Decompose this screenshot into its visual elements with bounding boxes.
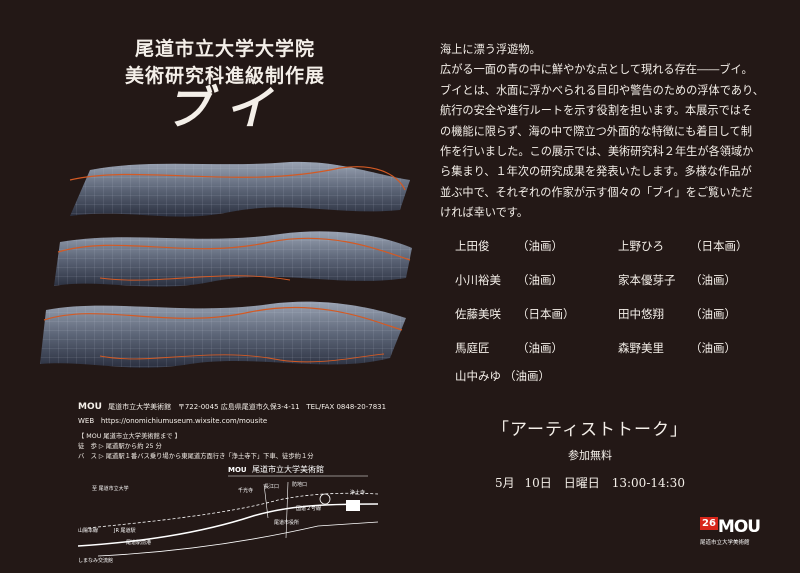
artist-name: 家本優芽子 [618,273,676,287]
intro-line: 広がる一面の青の中に鮮やかな点として現れる存在――ブイ。 [440,63,753,77]
artist-medium: （油画） [517,273,563,287]
map-label: 至 尾道市立大学 [92,485,129,492]
map-label: しまなみ交流館 [78,557,113,564]
badge-name: 尾道市立大学美術館 [700,540,750,546]
artist-item: 森野美里 （油画） [618,340,736,356]
artist-name: 上田俊 [455,239,490,253]
artist-name: 森野美里 [618,341,664,355]
artist-medium: （油画） [517,239,563,253]
artwork-image [40,161,412,368]
intro-text: 海上に漂う浮遊物。 広がる一面の青の中に鮮やかな点として現れる存在――ブイ。 ブ… [440,40,780,224]
artist-item: 山中みゆ（油画） [455,368,550,384]
artist-item: 上野ひろ （日本画） [618,238,748,254]
venue-tel: TEL/FAX 0848-20-7831 [306,403,387,411]
map-north-icon [319,493,331,505]
intro-line: 海上に漂う浮遊物。 [440,43,541,56]
map-logo: MOU [228,466,247,474]
artist-item: 家本優芽子 （油画） [618,272,736,288]
title-line-2: 美術研究科進級制作展 [124,65,325,87]
artist-talk-fee: 参加無料 [568,449,612,462]
artist-name: 山中みゆ [455,369,501,383]
map-label: 浄土寺 [350,489,365,496]
venue-name: 尾道市立大学美術館 [108,403,172,411]
artist-item: 田中悠翔 （油画） [618,306,736,322]
access-map: MOU 尾道市立大学美術館 至 尾道市立大学 山陽本線 JR 尾道駅 しまなみ交… [78,464,378,564]
artist-item: 小川裕美 （油画） [455,272,563,288]
artist-talk-date: 5月 10日 日曜日 13:00-14:30 [495,476,685,490]
intro-line: の機能に限らず、海の中で際立つ外面的な特徴にも着目して制 [440,124,752,138]
artist-item: 上田俊 （油画） [455,238,563,254]
venue-info: MOU 尾道市立大学美術館 〒722-0045 広島県尾道市久保3-4-11 T… [78,402,386,412]
web-url[interactable]: https://onomichiumuseum.wixsite.com/mous… [100,417,268,425]
artwork-band-2 [54,231,412,287]
access-bus: バ ス ▷ 尾道駅１番バス乗り場から東尾道方面行き「浄土寺下」下車、徒歩約１分 [78,453,314,460]
title-line-1: 尾道市立大学大学院 [134,38,315,60]
map-label: JR 尾道駅 [113,527,136,534]
artist-name: 田中悠翔 [618,307,664,321]
artwork-band-3 [40,301,406,368]
access-walk: 徒 歩 ▷ 尾道駅から約 25 分 [78,443,162,450]
artist-medium: （日本画） [690,239,748,253]
main-title: ブイ [165,81,285,135]
intro-line: 作を行いました。この展示では、美術研究科２年生が各領域か [440,145,754,159]
artist-item: 馬庭匠 （油画） [455,340,563,356]
artist-name: 上野ひろ [618,239,664,253]
venue-web: WEB https://onomichiumuseum.wixsite.com/… [78,417,267,425]
venue-logo: MOU [78,402,102,412]
access-title: 【 MOU 尾道市立大学美術館まで 】 [78,433,181,440]
artist-name: 佐藤美咲 [455,307,501,321]
map-label: 山陽本線 [78,527,98,534]
artist-talk-title: 「アーティストトーク」 [492,420,688,440]
map-label: 防地口 [292,481,307,488]
intro-line: ら集まり、１年次の研究成果を発表いたします。多様な作品が [440,165,752,179]
access-info: 【 MOU 尾道市立大学美術館まで 】 徒 歩 ▷ 尾道駅から約 25 分 バ … [78,432,314,462]
map-label: 長江口 [264,483,279,490]
badge-number: 26 [700,517,718,530]
artist-item: 佐藤美咲 （日本画） [455,306,575,322]
map-label: 千光寺 [238,487,253,494]
intro-line: 並ぶ中で、それぞれの作家が示す個々の「ブイ」をご覧いただ [440,185,753,199]
intro-line: 航行の安全や進行ルートを示す役割を担います。本展示ではそ [440,104,753,118]
artist-medium: （油画） [690,307,736,321]
map-label: 尾道駅前港 [126,539,151,546]
intro-line: ければ幸いです。 [440,206,529,220]
artist-medium: （日本画） [517,307,575,321]
artist-medium: （油画） [517,341,563,355]
badge-logo: MOU [717,517,761,537]
map-label: 国道２号線 [296,505,321,512]
artist-medium: （油画） [504,369,550,383]
artwork-band-1 [69,161,410,217]
map-venue-marker [346,500,360,511]
venue-address: 〒722-0045 広島県尾道市久保3-4-11 [177,403,300,411]
map-label: 尾道市役所 [274,519,299,526]
artist-medium: （油画） [690,273,736,287]
map-venue-name: 尾道市立大学美術館 [252,464,324,474]
exhibition-title: 尾道市立大学大学院 美術研究科進級制作展 [70,36,380,90]
artist-name: 馬庭匠 [455,341,490,355]
web-label: WEB [78,417,95,425]
intro-line: ブイとは、水面に浮かべられる目印や警告のための浮体であり、 [440,83,764,97]
artist-medium: （油画） [690,341,736,355]
artist-name: 小川裕美 [455,273,501,287]
